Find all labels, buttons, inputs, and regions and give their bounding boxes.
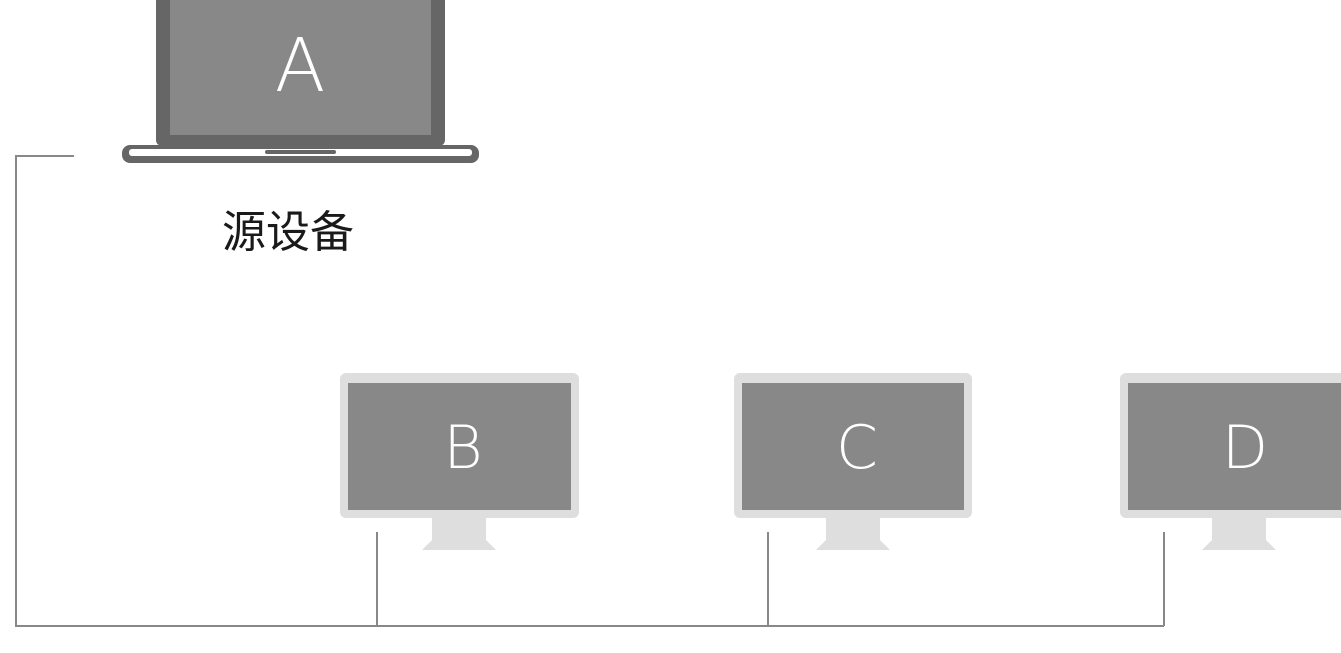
laptop-trackpad-notch — [265, 150, 336, 154]
laptop-screen-a — [170, 0, 431, 135]
monitor-d: D — [1120, 373, 1341, 550]
source-connection-line — [15, 155, 1164, 627]
laptop-label-a: A — [275, 23, 326, 109]
monitor-screen-d — [1128, 383, 1341, 510]
monitor-label-b: B — [443, 413, 482, 483]
connection-lines — [15, 155, 1165, 627]
monitor-stand-d — [1202, 518, 1276, 550]
source-device-caption: 源设备 — [222, 207, 354, 258]
monitor-screen-c — [742, 383, 964, 510]
monitor-stand-b — [422, 518, 496, 550]
monitor-label-c: C — [836, 413, 878, 483]
monitor-stand-c — [816, 518, 890, 550]
monitor-screen-b — [348, 383, 571, 510]
monitor-b: B — [340, 373, 579, 550]
monitor-c: C — [734, 373, 972, 550]
laptop-source-device: A — [122, 0, 479, 163]
monitor-label-d: D — [1222, 413, 1268, 483]
